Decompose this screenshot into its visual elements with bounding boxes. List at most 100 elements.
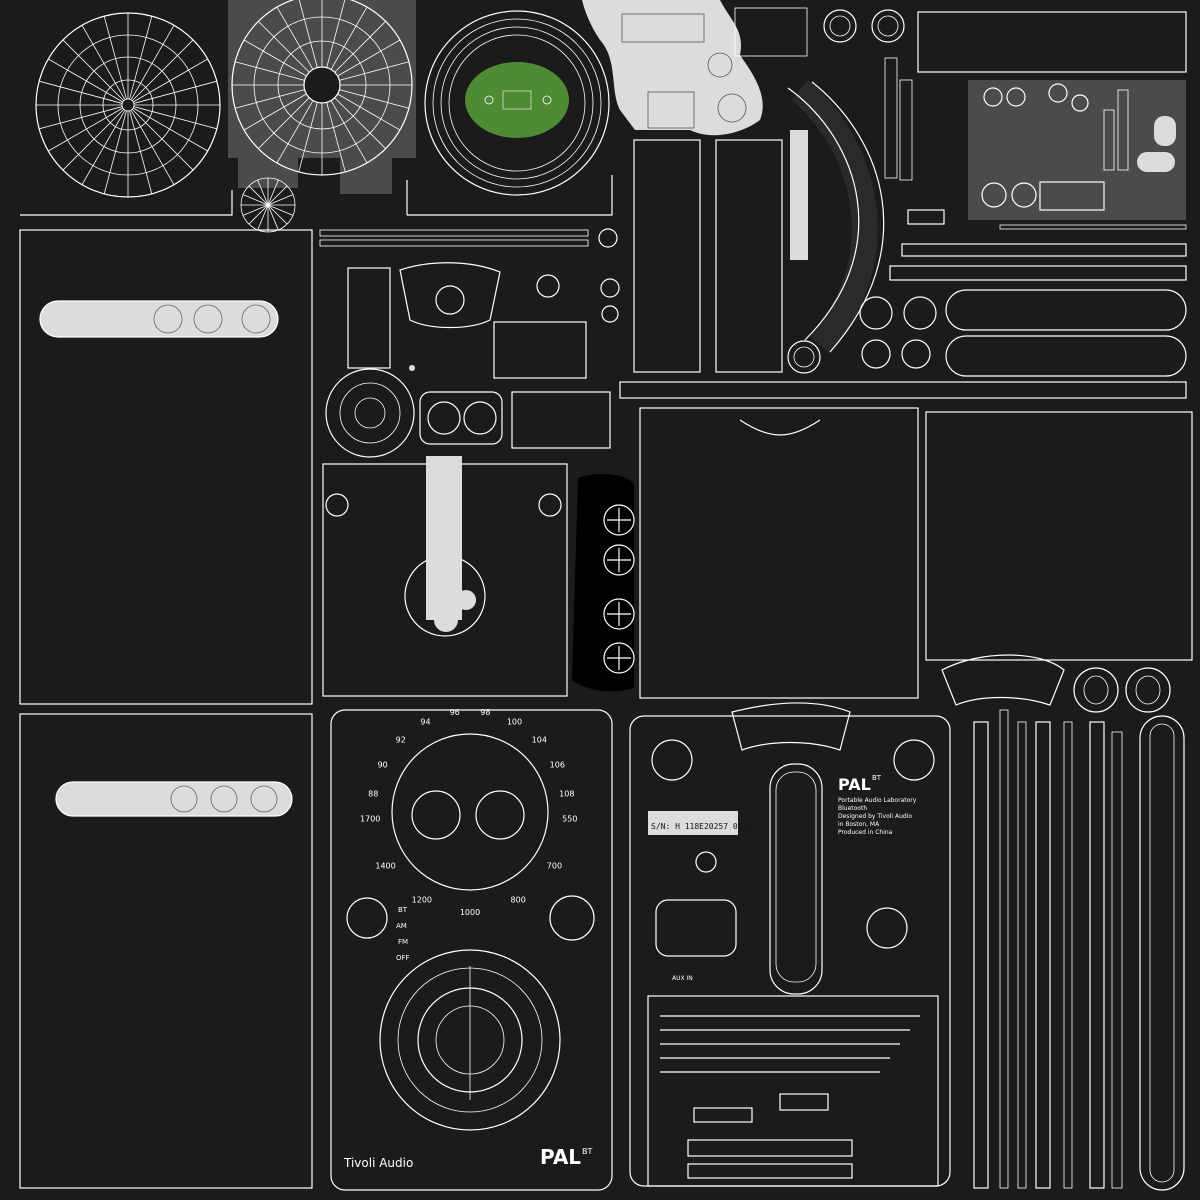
wire-spoke bbox=[133, 80, 217, 104]
wire-spoke bbox=[234, 89, 305, 109]
left-panel-bottom bbox=[19, 713, 313, 1189]
wire-spoke bbox=[248, 185, 269, 206]
wire-spoke bbox=[267, 185, 288, 206]
wire-spoke bbox=[132, 107, 208, 152]
wire-spoke bbox=[81, 109, 126, 185]
back-label-line: in Boston, MA bbox=[838, 821, 880, 828]
wire-spoke bbox=[258, 97, 310, 149]
serial-text: S/N: H 118E20257 0821 bbox=[651, 822, 752, 831]
am-scale-label: 1700 bbox=[360, 814, 380, 823]
wire-spoke bbox=[267, 194, 294, 206]
horizontal-strips bbox=[319, 224, 1187, 399]
wire-spoke bbox=[39, 106, 123, 130]
fm-scale-label: 100 bbox=[507, 718, 522, 727]
wire-spoke bbox=[267, 204, 288, 225]
wire-spoke bbox=[267, 204, 294, 216]
wire-spoke bbox=[258, 21, 310, 73]
back-label-block: Portable Audio LaboratoryBluetoothDesign… bbox=[838, 797, 917, 836]
wire-spoke bbox=[326, 0, 346, 68]
light-fill-island-top bbox=[582, 0, 763, 136]
back-label-line: Bluetooth bbox=[838, 805, 867, 812]
radial-disc-top-left bbox=[20, 12, 233, 216]
fm-scale-label: 94 bbox=[420, 718, 430, 727]
wire-spoke bbox=[243, 39, 307, 77]
selector-label: OFF bbox=[396, 954, 410, 962]
wire-spoke bbox=[48, 58, 124, 103]
fm-scale-label: 90 bbox=[378, 761, 388, 770]
left-panel-top bbox=[19, 229, 313, 705]
wire-spoke bbox=[248, 204, 269, 225]
wire-spoke bbox=[133, 106, 217, 130]
speaker-grille-ring bbox=[406, 10, 613, 216]
selector-label: AM bbox=[396, 922, 407, 930]
wire-spoke bbox=[267, 204, 279, 231]
cross-icon-column bbox=[572, 474, 635, 692]
speaker-cone-disc bbox=[228, 0, 416, 233]
wire-spoke bbox=[130, 109, 175, 185]
dial-fm-scale: 88 90 92 94 96 98 100 104 106 108 bbox=[368, 708, 574, 798]
middle-small-pieces bbox=[325, 228, 620, 458]
am-scale-label: 700 bbox=[547, 862, 562, 871]
wire-spoke bbox=[326, 102, 346, 173]
wire-spoke bbox=[334, 97, 386, 149]
back-label-line: Portable Audio Laboratory bbox=[838, 797, 917, 804]
wire-spoke bbox=[298, 102, 318, 173]
wire-spoke bbox=[130, 25, 175, 101]
wire-spoke bbox=[243, 93, 307, 131]
cylinder-slabs bbox=[633, 130, 821, 374]
model-superscript-back: BT bbox=[872, 774, 882, 782]
wire-spoke bbox=[81, 25, 126, 101]
fm-scale-label: 98 bbox=[480, 708, 490, 717]
wire-spoke bbox=[298, 0, 318, 68]
wire-spoke bbox=[132, 58, 208, 103]
am-scale-label: 1400 bbox=[375, 862, 395, 871]
capsule-strips-right bbox=[859, 289, 1187, 377]
small-parts-cluster bbox=[907, 80, 1186, 225]
wire-spoke bbox=[103, 16, 127, 100]
back-label-line: Designed by Tivoli Audio bbox=[838, 813, 912, 820]
curved-arch-strip bbox=[787, 80, 885, 354]
fm-scale-label: 104 bbox=[532, 736, 547, 745]
fm-scale-label: 88 bbox=[368, 790, 378, 799]
wire-spoke bbox=[276, 100, 314, 164]
am-scale-label: 1000 bbox=[460, 908, 480, 917]
front-panel-dial bbox=[330, 709, 613, 1191]
fm-scale-label: 92 bbox=[396, 736, 406, 745]
wire-spoke bbox=[276, 6, 314, 70]
wire-spoke bbox=[330, 100, 368, 164]
wire-spoke bbox=[339, 89, 410, 109]
am-scale-label: 1200 bbox=[412, 896, 432, 905]
selector-labels: BT AM FM OFF bbox=[396, 906, 410, 962]
back-label-line: Produced in China bbox=[838, 829, 893, 836]
wire-spoke bbox=[257, 204, 269, 231]
model-text-back: PAL bbox=[838, 775, 871, 794]
wire-spoke bbox=[257, 179, 269, 206]
selector-label: BT bbox=[398, 906, 408, 914]
wire-spoke bbox=[242, 194, 269, 206]
aux-label: AUX IN bbox=[672, 975, 693, 982]
wire-spoke bbox=[131, 108, 194, 171]
wire-spoke bbox=[330, 6, 368, 70]
model-superscript-front: BT bbox=[582, 1147, 592, 1156]
am-scale-label: 550 bbox=[562, 814, 577, 823]
selector-label: FM bbox=[398, 938, 408, 946]
vertical-rods-right bbox=[973, 709, 1185, 1191]
wire-spoke bbox=[129, 110, 153, 194]
center-right-grids bbox=[639, 407, 1193, 713]
wire-spoke bbox=[48, 107, 124, 152]
fm-scale-label: 108 bbox=[559, 790, 574, 799]
small-rings-top bbox=[734, 7, 1187, 181]
wire-spoke bbox=[103, 110, 127, 194]
fm-scale-label: 96 bbox=[450, 708, 460, 717]
wire-spoke bbox=[234, 61, 305, 81]
back-panel bbox=[629, 702, 951, 1187]
wire-spoke bbox=[267, 179, 279, 206]
wire-spoke bbox=[39, 80, 123, 104]
wire-spoke bbox=[129, 16, 153, 100]
brand-text: Tivoli Audio bbox=[343, 1156, 413, 1170]
wire-spoke bbox=[337, 93, 401, 131]
fm-scale-label: 106 bbox=[550, 761, 565, 770]
center-panel-slider bbox=[322, 456, 568, 697]
